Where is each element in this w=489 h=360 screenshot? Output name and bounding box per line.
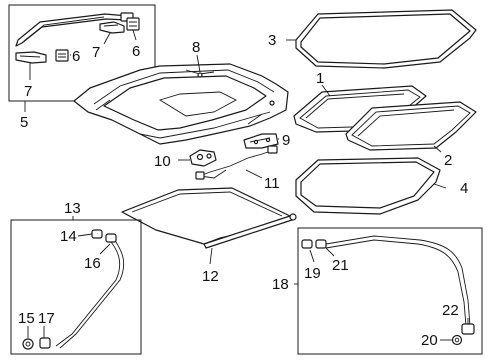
callout-5: 5 bbox=[20, 114, 28, 131]
part-outer-seal bbox=[295, 9, 477, 69]
callout-22: 22 bbox=[442, 302, 459, 319]
part-motor-bracket bbox=[243, 133, 279, 149]
callout-1: 1 bbox=[316, 70, 324, 87]
part-hose-connector-14 bbox=[91, 229, 103, 239]
callout-9: 9 bbox=[282, 132, 290, 149]
callout-16: 16 bbox=[84, 255, 101, 272]
callout-6b: 6 bbox=[72, 48, 80, 65]
callout-14: 14 bbox=[60, 228, 77, 245]
group-box-13 bbox=[10, 219, 142, 355]
part-clip-6-lower bbox=[55, 49, 69, 62]
callout-15: 15 bbox=[18, 310, 35, 327]
part-switch bbox=[189, 149, 217, 167]
part-hose-clip-17 bbox=[39, 337, 51, 349]
part-drain-hose-right bbox=[325, 235, 471, 327]
callout-6a: 6 bbox=[132, 43, 140, 60]
part-hose-clamp-21 bbox=[315, 239, 327, 249]
part-drain-hose-left bbox=[55, 235, 125, 349]
part-bracket-7-upper bbox=[99, 21, 125, 34]
part-hose-connector-19 bbox=[301, 239, 313, 249]
callout-13: 13 bbox=[64, 200, 81, 217]
part-rear-glass bbox=[345, 101, 477, 151]
part-hose-end-20 bbox=[451, 334, 463, 346]
group-box-18 bbox=[297, 227, 483, 355]
part-bracket-7-lower bbox=[15, 51, 47, 64]
callout-18: 18 bbox=[272, 276, 289, 293]
part-sunroof-frame bbox=[73, 63, 289, 145]
part-lower-seal bbox=[295, 157, 441, 215]
callout-17: 17 bbox=[38, 310, 55, 327]
callout-2: 2 bbox=[444, 152, 452, 169]
part-sunshade bbox=[121, 187, 297, 249]
part-clip-6-upper bbox=[126, 17, 140, 31]
part-hose-clamp-22 bbox=[461, 323, 475, 335]
callout-4: 4 bbox=[460, 180, 468, 197]
callout-8: 8 bbox=[192, 39, 200, 56]
callout-3: 3 bbox=[268, 32, 276, 49]
callout-21: 21 bbox=[332, 257, 349, 274]
part-hose-clamp-16 bbox=[105, 233, 117, 243]
callout-10: 10 bbox=[154, 153, 171, 170]
callout-7b: 7 bbox=[24, 83, 32, 100]
callout-7a: 7 bbox=[92, 44, 100, 61]
part-wire-harness bbox=[195, 145, 278, 180]
part-hose-end-15 bbox=[22, 338, 34, 350]
callout-12: 12 bbox=[202, 268, 219, 285]
callout-11: 11 bbox=[264, 175, 280, 192]
callout-19: 19 bbox=[304, 265, 321, 282]
callout-20: 20 bbox=[421, 332, 438, 349]
